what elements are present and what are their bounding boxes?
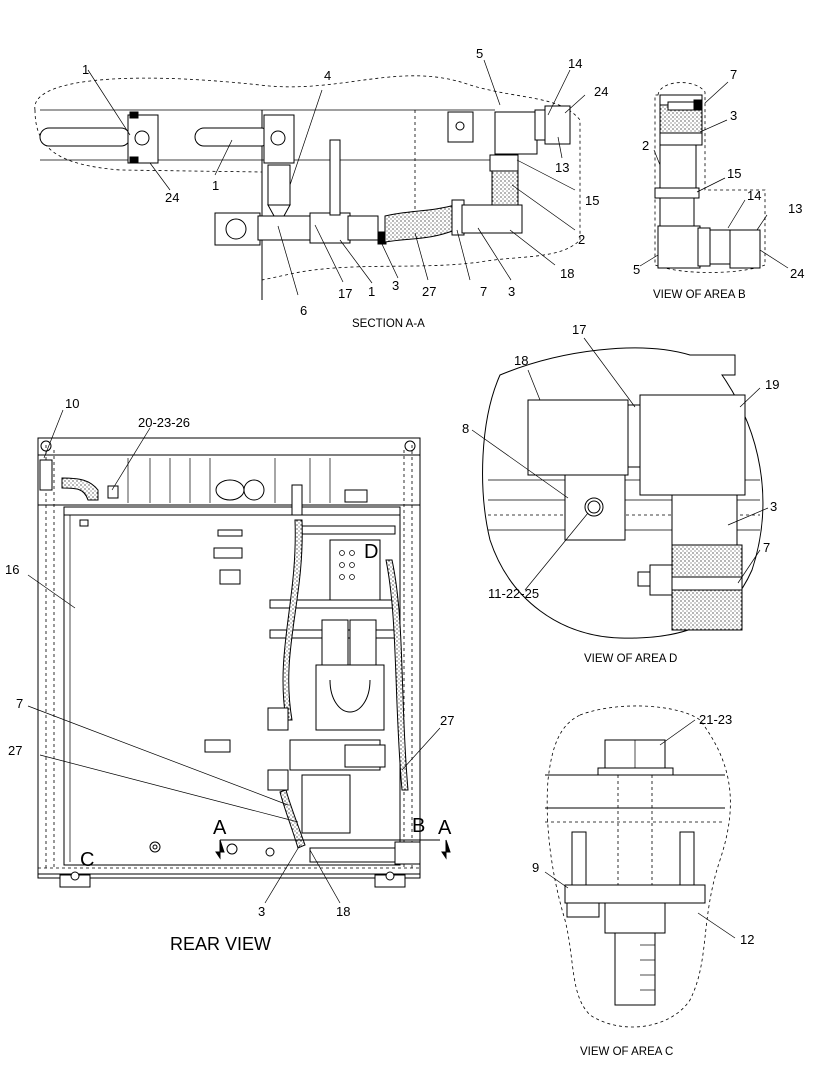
section-aa-caption: SECTION A-A (352, 318, 425, 330)
callout: 27 (8, 743, 22, 758)
view-area-c: 21-23 9 12 VIEW OF AREA C (532, 705, 754, 1058)
callout: 24 (790, 266, 804, 281)
panel-holes (339, 550, 355, 580)
section-aa-view: 1 4 5 14 24 13 15 2 18 24 1 6 17 1 3 27 … (34, 46, 608, 330)
callout: 7 (480, 284, 487, 299)
callout: 24 (594, 84, 608, 99)
callout: 11-22-25 (488, 586, 539, 601)
callout: 3 (392, 278, 399, 293)
view-area-d-caption: VIEW OF AREA D (584, 653, 677, 665)
callout: 1 (368, 284, 375, 299)
callout: 5 (633, 262, 640, 277)
callout: 7 (763, 540, 770, 555)
callout: 13 (788, 201, 802, 216)
section-mark: A (438, 817, 452, 839)
callout: 13 (555, 160, 569, 175)
callout: 18 (560, 266, 574, 281)
callout: 8 (462, 421, 469, 436)
callout: 2 (642, 138, 649, 153)
callout: 14 (747, 188, 761, 203)
callout: 3 (508, 284, 515, 299)
callout: 17 (572, 322, 586, 337)
callout: 1 (212, 178, 219, 193)
callout: 4 (324, 68, 331, 83)
view-area-d: 17 18 19 8 3 7 11-22-25 VIEW OF AREA D (462, 322, 779, 665)
callout: 12 (740, 932, 754, 947)
callout: 1 (82, 62, 89, 77)
rear-view-caption: REAR VIEW (170, 934, 271, 954)
area-letter: D (364, 541, 378, 563)
callout: 18 (336, 904, 350, 919)
callout: 16 (5, 562, 19, 577)
callout: 2 (578, 232, 585, 247)
callout: 3 (770, 499, 777, 514)
upper-panel-slats (127, 458, 331, 503)
callout: 5 (476, 46, 483, 61)
callout: 17 (338, 286, 352, 301)
callout: 27 (440, 713, 454, 728)
callout: 15 (727, 166, 741, 181)
section-mark: A (213, 817, 227, 839)
area-letter: C (80, 849, 94, 871)
callout: 21-23 (699, 712, 732, 727)
view-area-b: 7 3 2 15 14 13 5 24 VIEW OF AREA B (633, 67, 804, 301)
callout: 24 (165, 190, 179, 205)
view-area-c-caption: VIEW OF AREA C (580, 1046, 673, 1058)
callout: 20-23-26 (138, 415, 190, 430)
callout: 6 (300, 303, 307, 318)
callout: 7 (730, 67, 737, 82)
callout: 14 (568, 56, 582, 71)
callout: 3 (258, 904, 265, 919)
callout: 3 (730, 108, 737, 123)
callout: 27 (422, 284, 436, 299)
callout: 15 (585, 193, 599, 208)
rear-view: 10 20-23-26 16 7 27 27 3 18 D C B A A RE… (5, 396, 454, 954)
area-letter: B (412, 815, 425, 837)
view-area-b-caption: VIEW OF AREA B (653, 289, 746, 301)
callout: 10 (65, 396, 79, 411)
callout: 19 (765, 377, 779, 392)
callout: 9 (532, 860, 539, 875)
callout: 7 (16, 696, 23, 711)
callout: 18 (514, 353, 528, 368)
